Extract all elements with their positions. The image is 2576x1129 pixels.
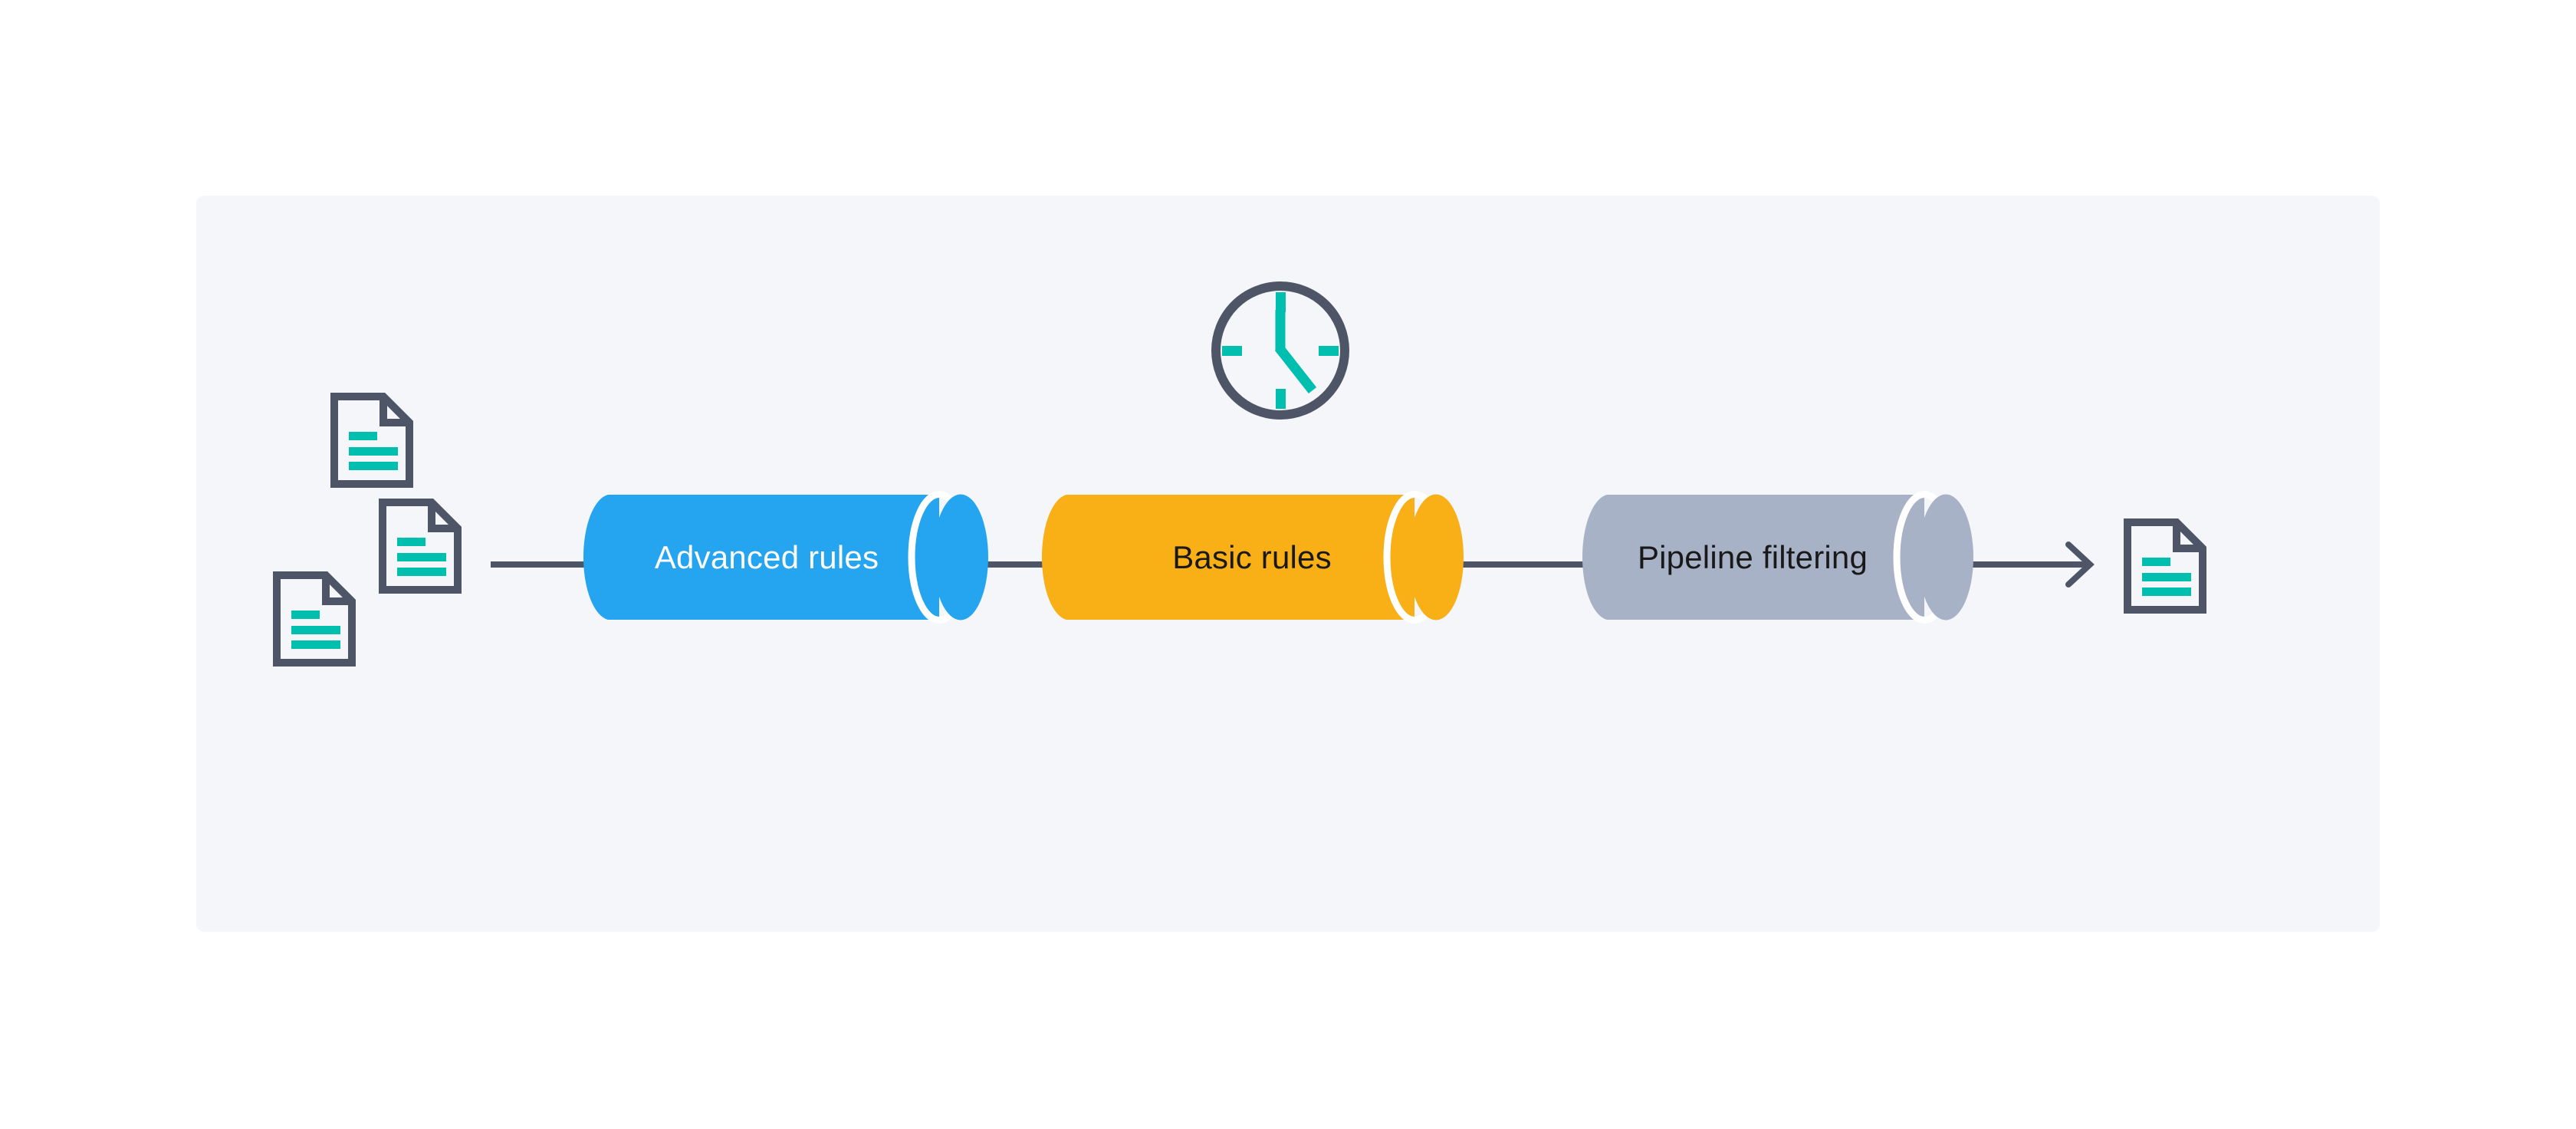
document-text-line-3 xyxy=(2142,588,2191,596)
stage-advanced-rules[interactable]: Advanced rules xyxy=(583,491,988,624)
clock-face-ring xyxy=(1211,281,1349,420)
clock-tick-12 xyxy=(1276,292,1286,312)
cylinder-cap-advanced-rules xyxy=(933,494,988,620)
document-text-line-1 xyxy=(291,611,320,619)
clock-icon xyxy=(1211,281,1349,420)
stage-label-pipeline-filtering: Pipeline filtering xyxy=(1638,539,1868,575)
document-text-line-2 xyxy=(291,626,340,634)
clock-tick-9 xyxy=(1222,346,1242,356)
flow-arrow-head xyxy=(2065,541,2095,588)
stage-basic-rules[interactable]: Basic rules xyxy=(1041,491,1464,624)
document-fold-corner xyxy=(322,575,352,605)
stage-body-pipeline-filtering[interactable] xyxy=(1582,495,1924,620)
document-text-line-1 xyxy=(349,432,377,440)
clock-tick-6 xyxy=(1276,389,1286,409)
document-text-line-3 xyxy=(397,568,446,576)
document-text-line-3 xyxy=(349,462,398,470)
document-text-line-2 xyxy=(397,553,446,561)
stage-label-advanced-rules: Advanced rules xyxy=(655,539,879,575)
document-text-line-1 xyxy=(397,538,426,546)
document-fold-corner xyxy=(428,502,458,532)
stage-pipeline-filtering[interactable]: Pipeline filtering xyxy=(1582,491,1973,624)
document-fold-corner xyxy=(2173,522,2203,552)
stage-label-basic-rules: Basic rules xyxy=(1172,539,1332,575)
stage-body-basic-rules[interactable] xyxy=(1041,495,1414,620)
document-text-line-2 xyxy=(349,447,398,456)
input-document-1-icon xyxy=(330,393,413,488)
clock-tick-3 xyxy=(1319,346,1339,356)
input-document-3-icon xyxy=(273,571,356,667)
output-document-icon xyxy=(2124,518,2206,614)
cylinder-cap-basic-rules xyxy=(1408,494,1464,620)
document-text-line-1 xyxy=(2142,558,2170,566)
stage-body-advanced-rules[interactable] xyxy=(583,495,939,620)
cylinder-cap-pipeline-filtering xyxy=(1918,494,1973,620)
document-text-line-3 xyxy=(291,640,340,649)
clock-hour-hand xyxy=(1274,344,1317,394)
document-text-line-2 xyxy=(2142,573,2191,581)
document-fold-corner xyxy=(380,397,409,426)
input-document-2-icon xyxy=(379,499,462,594)
